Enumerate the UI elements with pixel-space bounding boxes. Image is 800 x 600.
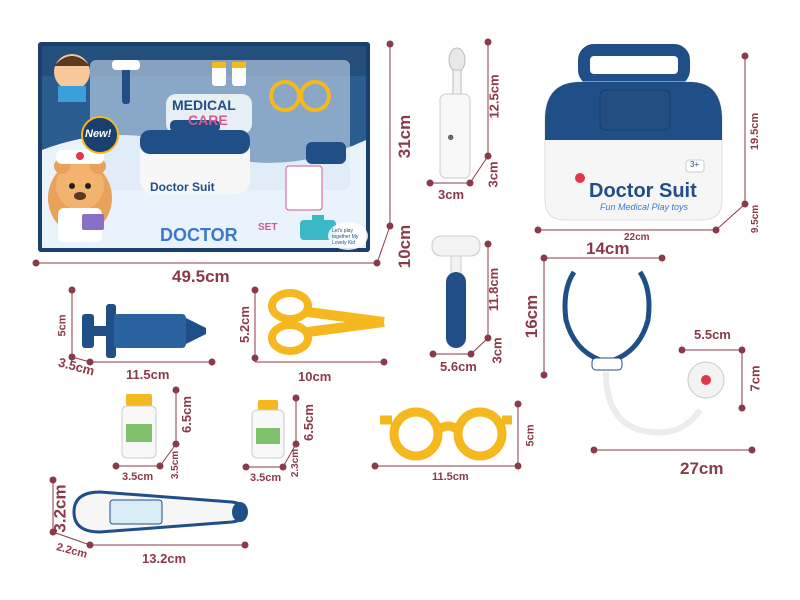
pkg-height-label: 31cm (395, 114, 415, 159)
case-width-label: 22cm (624, 232, 650, 243)
hammer-height-label: 11.8cm (486, 267, 502, 312)
scissors-width-label: 10cm (298, 369, 332, 384)
steth-height-label: 16cm (522, 294, 542, 339)
dropper-toy: ☻ (439, 47, 471, 179)
hammer-depth-label: 3cm (489, 337, 505, 364)
stethoscope-toy (562, 270, 725, 436)
package-bubble-text: Let's play together My Lovely Kid (332, 228, 359, 246)
medicine-bottle-1 (121, 394, 157, 459)
svg-text:☻: ☻ (446, 132, 455, 142)
thermo-length-label: 13.2cm (142, 551, 187, 566)
dropper-height-label: 12.5cm (486, 74, 502, 119)
steth-head-height-label: 7cm (747, 365, 763, 392)
scissors-toy (268, 289, 385, 355)
package-set-label: SET (258, 222, 278, 233)
syringe-height-label: 5cm (56, 314, 69, 337)
thermo-height-label: 3.2cm (50, 484, 70, 533)
bottle2-depth-label: 2.3cm (290, 448, 302, 478)
reflex-hammer-toy (431, 235, 481, 348)
case-tagline: Fun Medical Play toys (600, 202, 689, 212)
dropper-depth-label: 3cm (485, 161, 501, 188)
glasses-toy (380, 407, 512, 461)
syringe-length-label: 11.5cm (126, 367, 170, 382)
case-depth-label: 9.5cm (750, 204, 762, 234)
package-headline-2: CARE (188, 112, 228, 128)
medicine-bottle-2 (251, 400, 285, 459)
bottle1-depth-label: 3.5cm (170, 450, 182, 480)
case-brand: Doctor Suit (589, 180, 697, 202)
steth-length-label: 27cm (680, 459, 724, 478)
case-age-badge: 3+ (690, 160, 700, 169)
steth-head-width-label: 5.5cm (694, 327, 731, 342)
case-height-label: 19.5cm (749, 112, 762, 151)
bottle1-height-label: 6.5cm (178, 396, 194, 433)
syringe-toy (82, 304, 206, 358)
glasses-height-label: 5cm (524, 424, 537, 447)
glasses-width-label: 11.5cm (432, 471, 469, 483)
package-bottom-label: DOCTOR (160, 225, 238, 245)
bottle2-width-label: 3.5cm (250, 472, 282, 484)
scissors-height-label: 5.2cm (236, 306, 252, 343)
package-case-label: Doctor Suit (150, 180, 215, 194)
bottle2-height-label: 6.5cm (300, 404, 316, 441)
hammer-width-label: 5.6cm (440, 359, 477, 374)
bottle1-width-label: 3.5cm (122, 471, 154, 483)
pkg-width-label: 49.5cm (172, 267, 230, 286)
package-box (38, 42, 370, 252)
dimension-lines (32, 38, 756, 549)
thermometer-toy (72, 490, 248, 534)
dropper-width-label: 3cm (438, 187, 465, 202)
package-headline-1: MEDICAL (172, 97, 236, 113)
steth-width-label: 14cm (586, 239, 630, 258)
pkg-depth-label: 10cm (395, 224, 415, 269)
doctor-case-toy (544, 44, 723, 221)
new-badge: New! (85, 128, 112, 140)
